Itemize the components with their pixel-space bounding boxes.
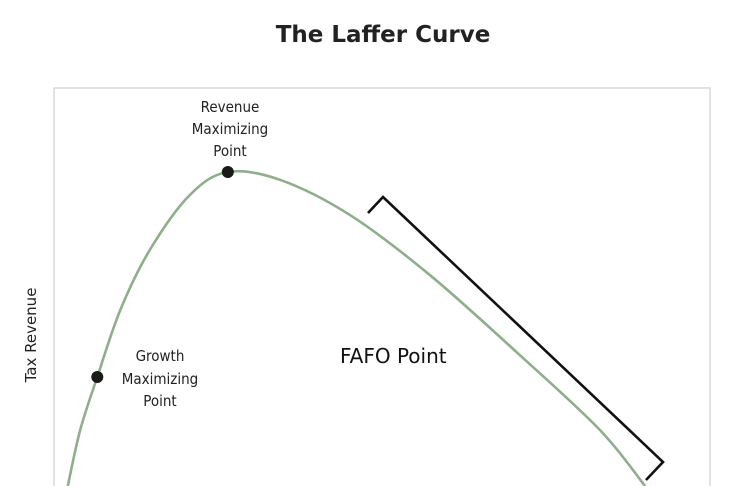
revenue-label-line-2: Maximizing	[192, 120, 269, 138]
fafo-label: FAFO Point	[340, 344, 447, 368]
growth-label-line-1: Growth	[136, 347, 185, 365]
growth-label-line-3: Point	[143, 392, 176, 410]
revenue-label-line-1: Revenue	[201, 98, 260, 116]
y-axis-label: Tax Revenue	[22, 288, 40, 384]
fafo-bracket	[367, 195, 665, 481]
growth-maximizing-point	[91, 370, 104, 383]
laffer-curve-line	[66, 169, 647, 486]
plot-frame	[53, 87, 711, 486]
revenue-maximizing-point	[221, 165, 234, 178]
revenue-label-line-3: Point	[213, 142, 246, 160]
chart-title: The Laffer Curve	[276, 22, 491, 48]
growth-label-line-2: Maximizing	[122, 370, 199, 388]
